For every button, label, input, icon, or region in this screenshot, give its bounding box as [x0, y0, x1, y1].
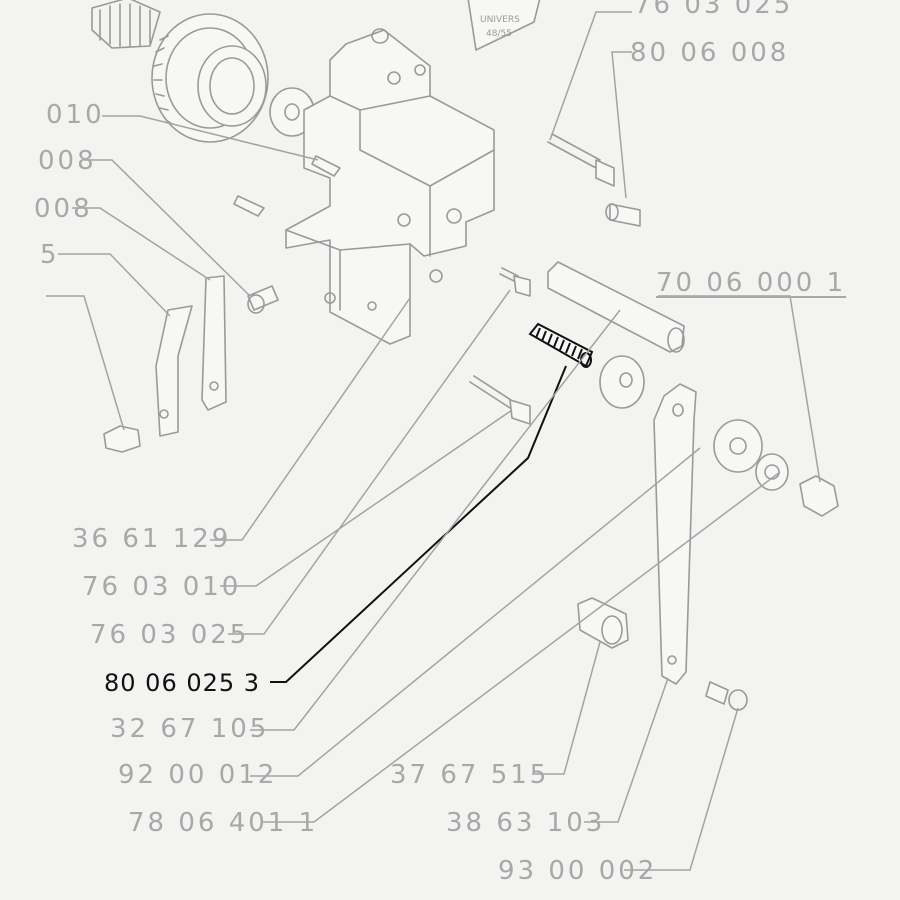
washer-top: [269, 87, 315, 137]
long-screws: [469, 133, 615, 425]
label-37-67-515: 37 67 515: [390, 760, 550, 790]
nameplate-line-1: UNIVERS: [480, 15, 520, 25]
label-76-03-010: 76 03 010: [82, 572, 242, 602]
label-92-00-012: 92 00 012: [118, 760, 278, 790]
roller-gear-assembly: [91, 0, 269, 143]
bottom-screw: [705, 681, 748, 711]
label-78-06-401-1: 78 06 401 1: [128, 808, 319, 838]
label-38-63-103: 38 63 103: [446, 808, 606, 838]
label-80-06-008: 80 06 008: [630, 38, 790, 68]
label-93-00-002: 93 00 002: [498, 856, 658, 886]
main-housing-block: [285, 28, 495, 345]
label-76-03-025-top: 76 03 025: [634, 0, 794, 20]
label-80-06-025-3-highlighted[interactable]: 80 06 025 3: [104, 669, 261, 697]
small-fasteners: [233, 155, 641, 314]
lever-arm: [653, 383, 697, 685]
label-5: 5: [40, 240, 60, 270]
label-70-06-000-1: 70 06 000 1: [656, 268, 847, 298]
label-010: 010: [46, 100, 105, 130]
leader-lines: [46, 11, 821, 871]
label-36-61-129: 36 61 129: [72, 524, 232, 554]
highlighted-threaded-pin[interactable]: [528, 322, 594, 368]
label-32-67-105: 32 67 105: [110, 714, 270, 744]
nameplate-line-2: 48/55: [486, 29, 512, 39]
shaft-rod: [547, 261, 685, 353]
nameplate: UNIVERS 48/55: [467, 0, 541, 51]
label-008-a: 008: [38, 146, 97, 176]
left-link-plates: [103, 275, 227, 453]
roller-bushing: [577, 597, 629, 649]
right-washers-nut: [599, 355, 839, 517]
label-76-03-025: 76 03 025: [90, 620, 250, 650]
label-008-b: 008: [34, 194, 93, 224]
